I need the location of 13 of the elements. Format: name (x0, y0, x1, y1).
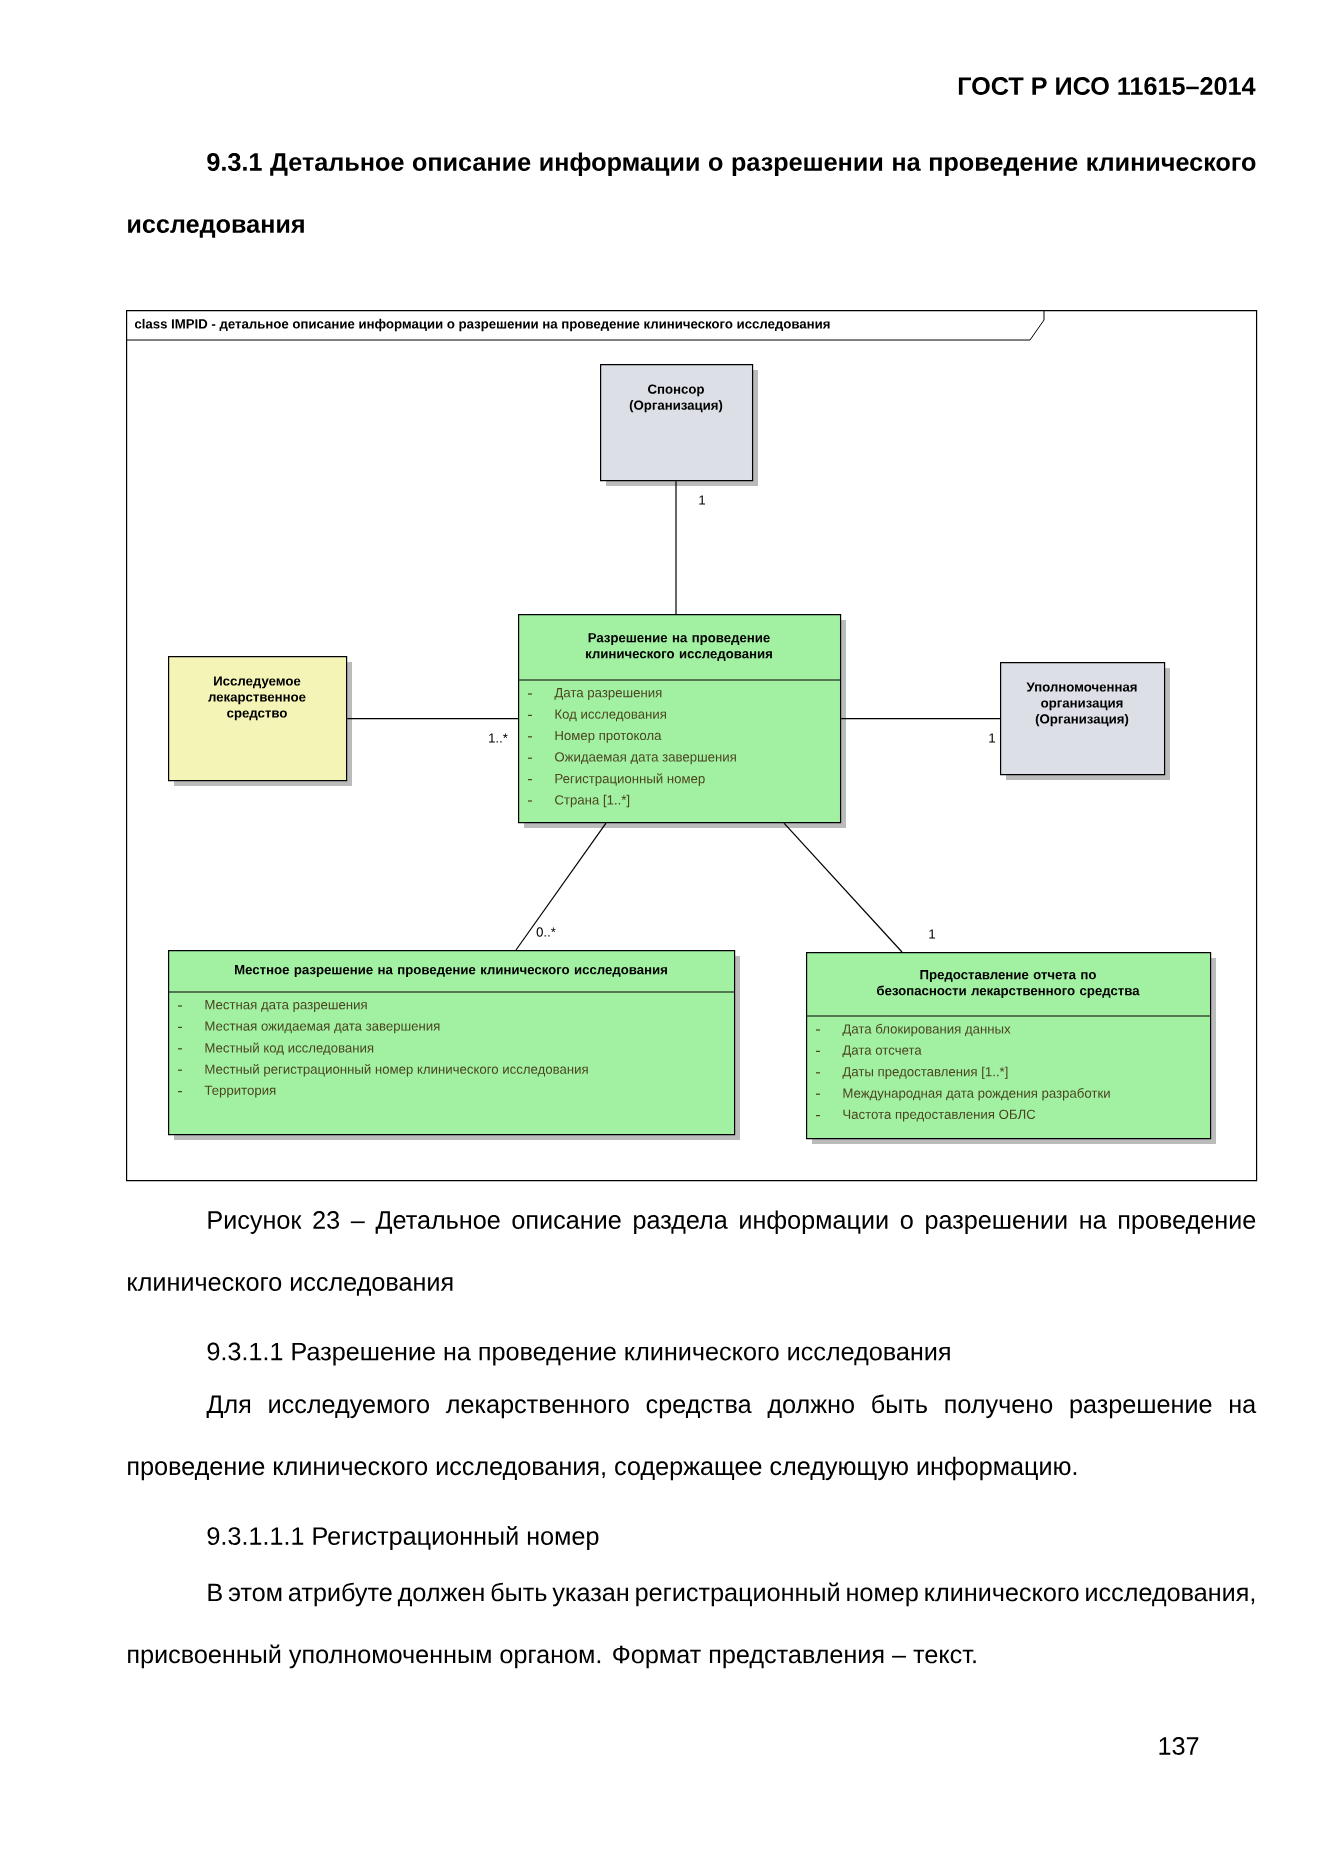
figure-caption: Рисунок 23 – Детальное описание раздела информации о разрешении на проведение клинического исследования (128, 1210, 1256, 1296)
association-line (675, 480, 677, 615)
association-line (515, 822, 607, 951)
association-line (783, 822, 903, 953)
subsection-heading: 9.3.1.1.1 Регистрационный номер (207, 1526, 599, 1550)
subsection-heading: 9.3.1.1 Разрешение на проведение клинического исследования (207, 1342, 950, 1366)
association-line (346, 718, 519, 720)
page-number: 137 (1159, 1737, 1199, 1755)
page-header: ГОСТ Р ИСО 11615–2014 (958, 77, 1256, 95)
paragraph: Для исследуемого лекарственного средства должно быть получено разрешение на проведение клинического исследования, содержащее следующую информацию. (128, 1394, 1257, 1481)
section-heading: 9.3.1 Детальное описание информации о разрешении на проведение клинического исследования (128, 152, 1256, 238)
association-line (840, 718, 1001, 720)
paragraph: В этом атрибуте должен быть указан регистрационный номер клинического исследования, присвоенный уполномоченным органом. Формат представления – текст. (128, 1582, 1255, 1669)
